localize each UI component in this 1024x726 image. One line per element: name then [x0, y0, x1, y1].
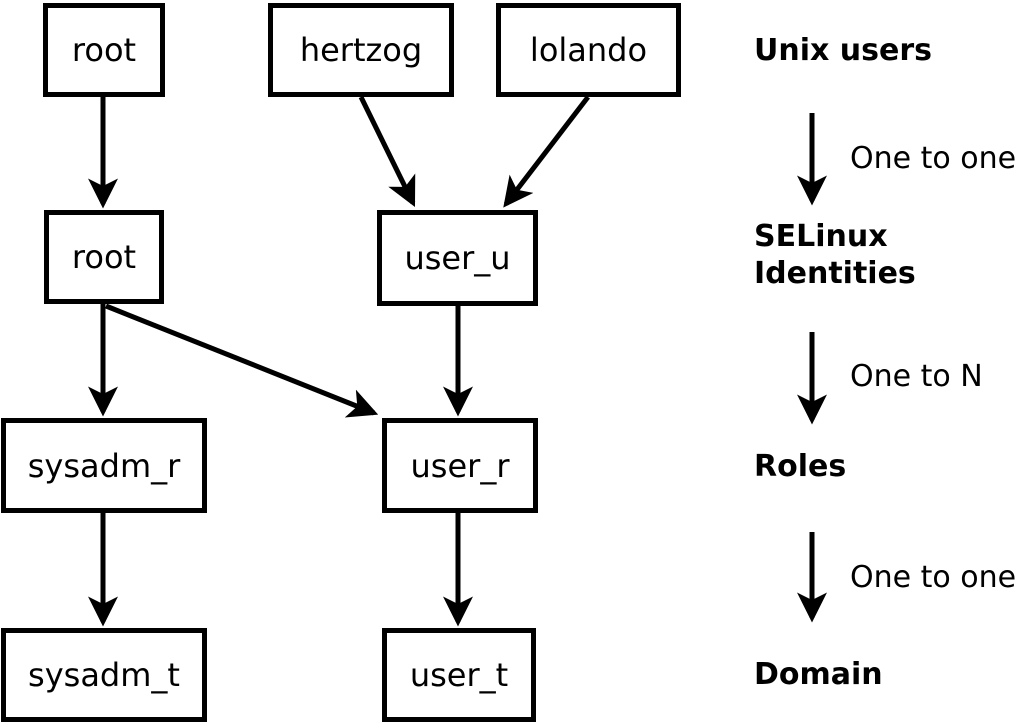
node-user-r-label: user_r [410, 446, 510, 485]
arrow-hertzog-to-user-u [358, 95, 416, 208]
arrow-lolando-to-user-u [503, 95, 590, 208]
node-hertzog-label: hertzog [299, 31, 423, 69]
legend-heading-domain: Domain [754, 657, 883, 692]
node-root-selinux-label: root [71, 238, 137, 276]
node-user-t: user_t [382, 628, 536, 722]
node-lolando-label: lolando [529, 31, 648, 69]
node-sysadm-t-label: sysadm_t [28, 656, 180, 694]
node-lolando: lolando [496, 3, 681, 97]
legend-heading-unix-users: Unix users [754, 33, 933, 68]
node-user-t-label: user_t [409, 656, 509, 694]
node-sysadm-t: sysadm_t [1, 628, 207, 722]
node-user-u: user_u [377, 210, 538, 306]
arrow-root-to-user-r [105, 303, 379, 418]
legend-note-one-to-n: One to N [850, 359, 983, 394]
legend-note-one-to-one-first: One to one [850, 141, 1017, 176]
node-root-unix-label: root [71, 31, 137, 69]
node-root-unix: root [43, 3, 165, 97]
node-sysadm-r: sysadm_r [1, 418, 207, 513]
node-hertzog: hertzog [268, 3, 454, 97]
legend-note-one-to-one-second: One to one [850, 560, 1017, 595]
node-user-u-label: user_u [404, 239, 511, 277]
legend-heading-selinux-identities: SELinux Identities [754, 219, 916, 291]
node-sysadm-r-label: sysadm_r [27, 446, 181, 485]
node-root-selinux: root [44, 210, 164, 304]
legend-heading-roles: Roles [754, 449, 847, 484]
node-user-r: user_r [382, 418, 538, 513]
